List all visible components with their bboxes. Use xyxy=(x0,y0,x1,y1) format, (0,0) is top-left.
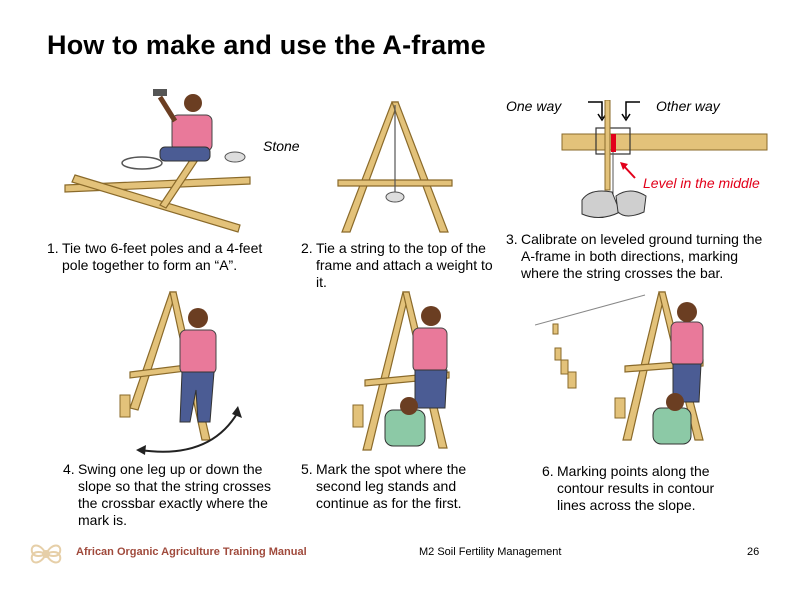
other-way-label: Other way xyxy=(656,98,720,114)
step-5-number: 5. xyxy=(301,461,313,477)
illustration-a-frame-weight xyxy=(337,101,453,233)
step-1-number: 1. xyxy=(47,240,59,256)
page-title: How to make and use the A-frame xyxy=(47,30,486,60)
step-3-number: 3. xyxy=(506,231,518,247)
step-6-caption: 6. Marking points along the contour resu… xyxy=(542,463,742,514)
step-2-caption: 2. Tie a string to the top of the frame … xyxy=(301,240,495,291)
step-4-text: Swing one leg up or down the slope so th… xyxy=(78,461,271,528)
one-way-label: One way xyxy=(506,98,562,114)
illustration-calibration xyxy=(561,100,768,218)
illustration-swinging-leg xyxy=(119,291,242,455)
stone-label: Stone xyxy=(263,138,300,154)
illustration-tying-poles xyxy=(64,89,251,233)
step-4-number: 4. xyxy=(63,461,75,477)
step-2-text: Tie a string to the top of the frame and… xyxy=(316,240,493,290)
illustration-marking-spot xyxy=(352,291,450,451)
illustration-contour-points xyxy=(535,291,704,445)
step-5-text: Mark the spot where the second leg stand… xyxy=(316,461,467,511)
step-3-caption: 3. Calibrate on leveled ground turning t… xyxy=(506,231,770,282)
step-1-text: Tie two 6-feet poles and a 4-feet pole t… xyxy=(62,240,263,273)
step-2-number: 2. xyxy=(301,240,313,256)
footer-module: M2 Soil Fertility Management xyxy=(419,546,562,558)
footer-manual-title: African Organic Agriculture Training Man… xyxy=(76,546,307,558)
level-middle-label: Level in the middle xyxy=(643,175,760,191)
step-6-text: Marking points along the contour results… xyxy=(557,463,715,513)
step-5-caption: 5. Mark the spot where the second leg st… xyxy=(301,461,497,512)
manual-logo-icon xyxy=(30,544,62,564)
step-3-text: Calibrate on leveled ground turning the … xyxy=(521,231,763,281)
step-6-number: 6. xyxy=(542,463,554,479)
step-1-caption: 1. Tie two 6-feet poles and a 4-feet pol… xyxy=(47,240,269,274)
page-number: 26 xyxy=(747,546,760,558)
step-4-caption: 4. Swing one leg up or down the slope so… xyxy=(63,461,283,529)
